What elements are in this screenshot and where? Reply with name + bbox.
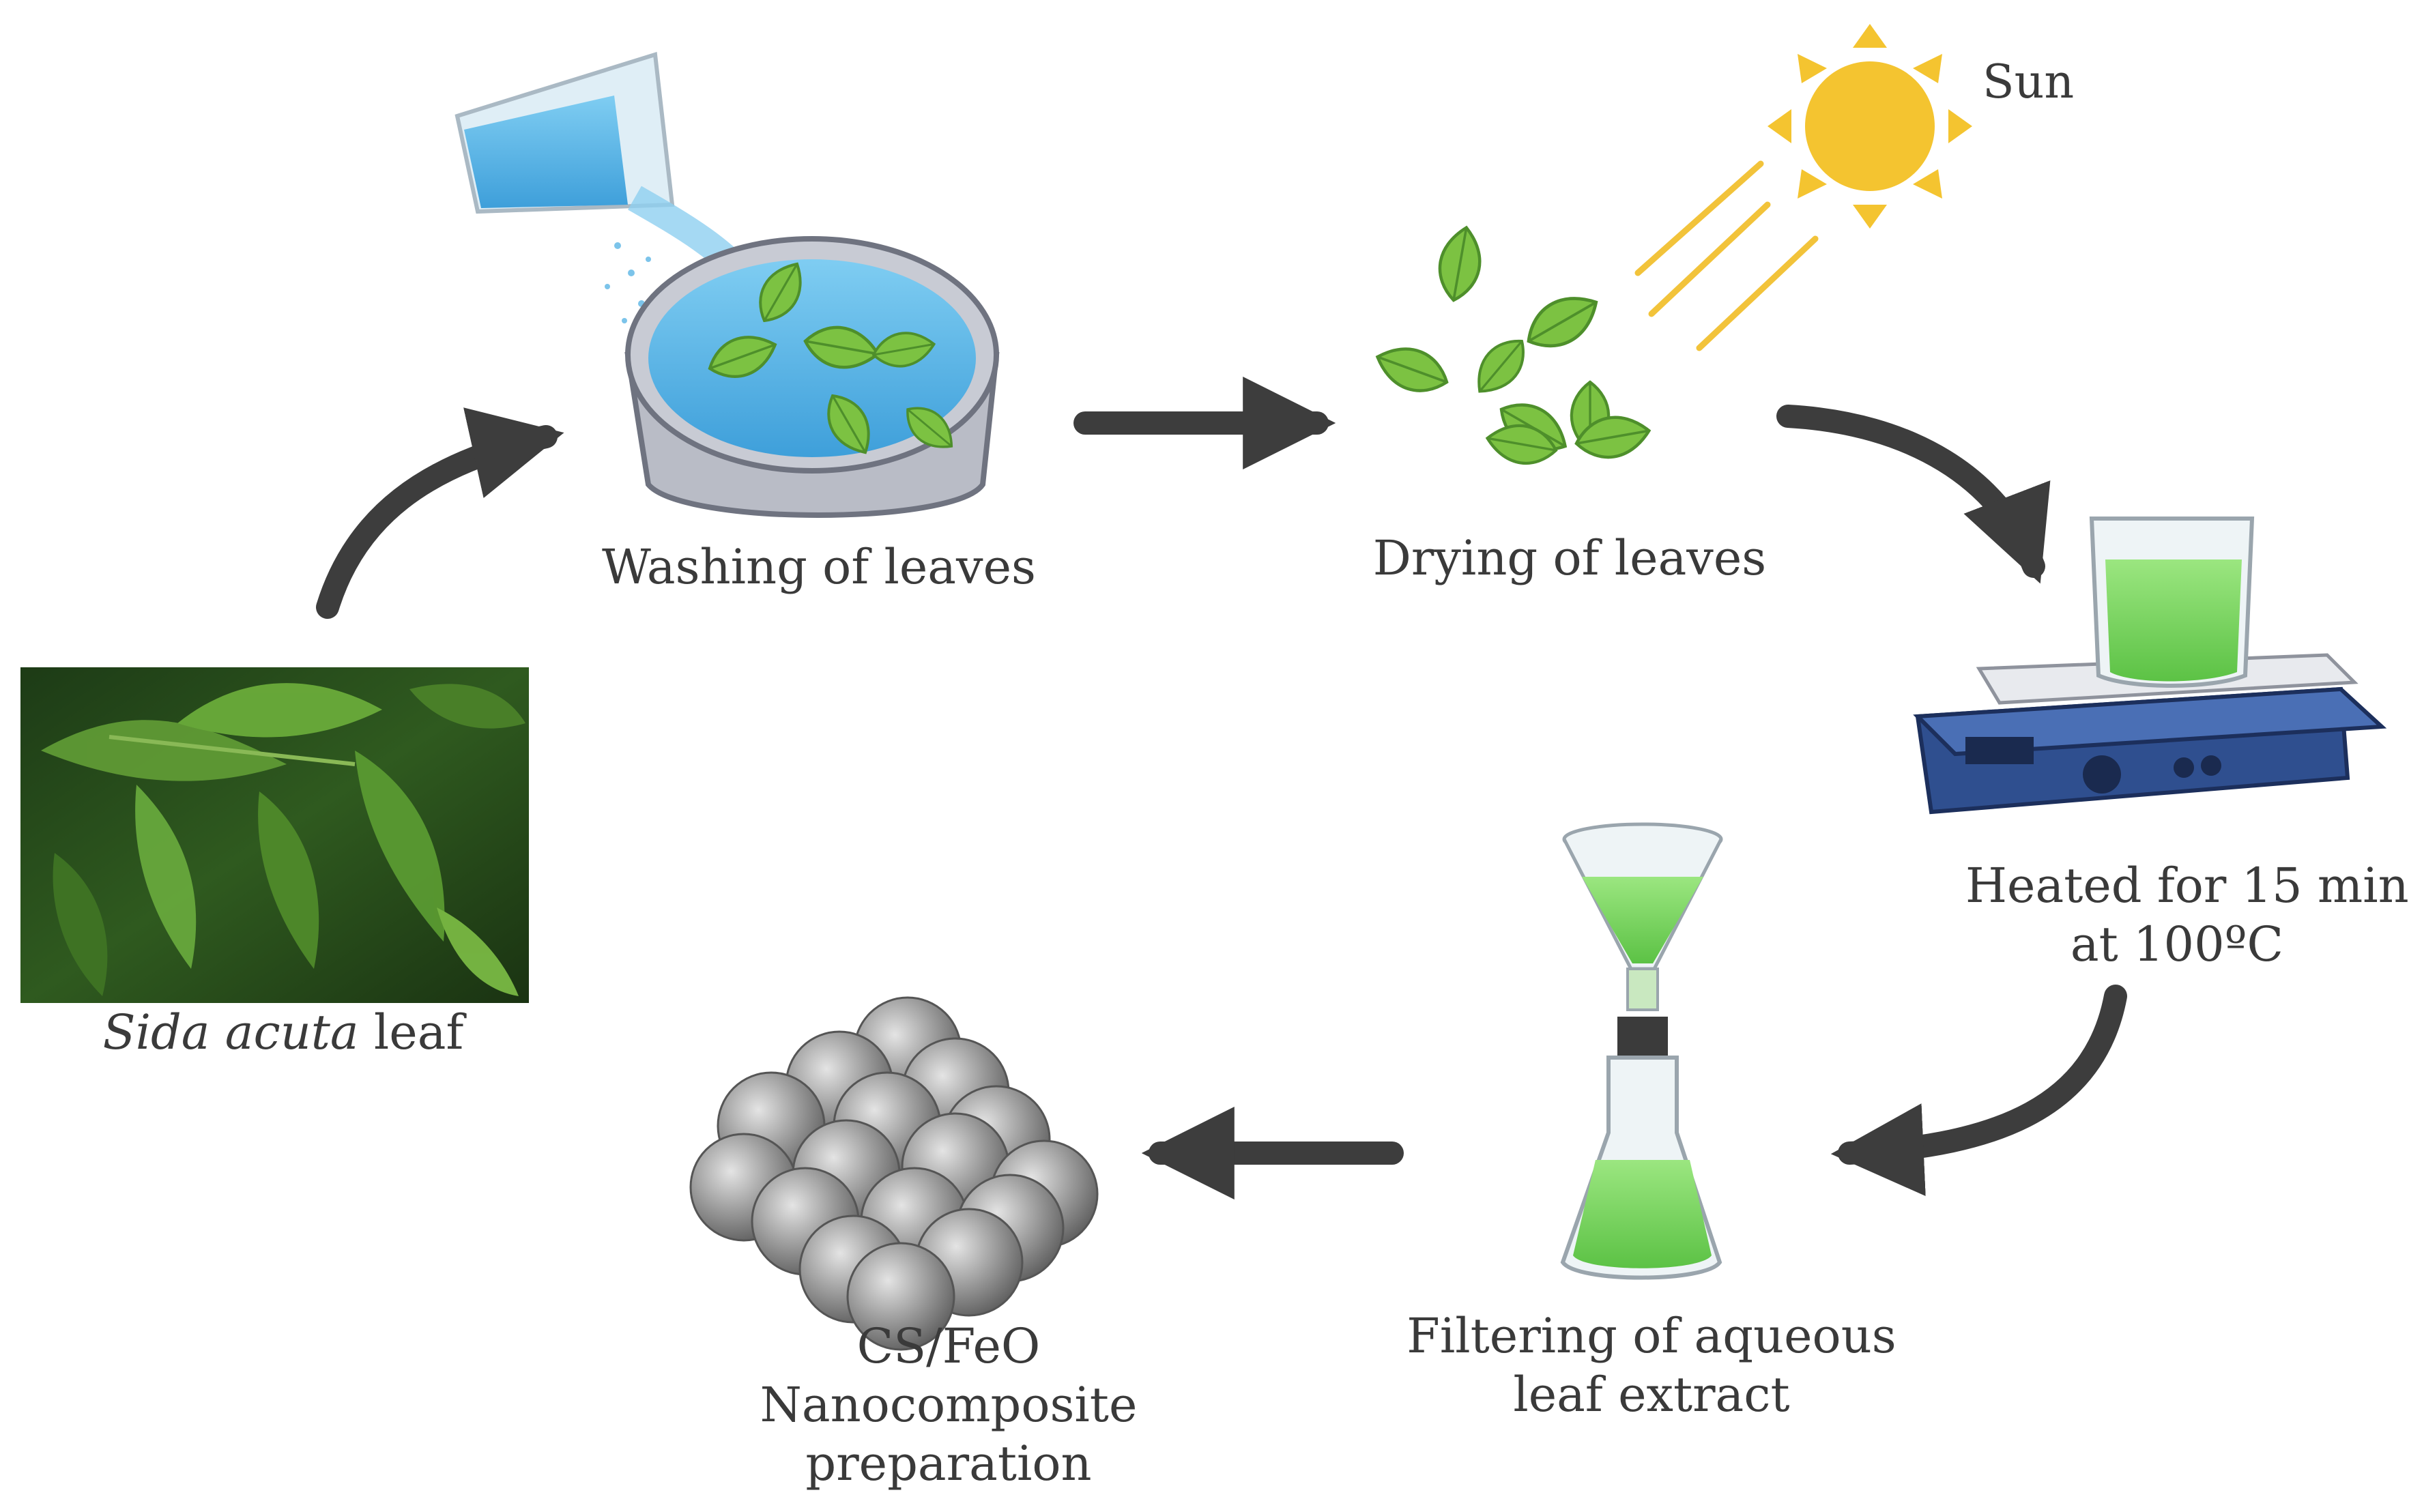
- dried-leaves-icon: [1371, 224, 1653, 469]
- hotplate-beaker-icon: [1913, 517, 2387, 815]
- washing-dish-icon: [624, 236, 1000, 518]
- heated-label-line2: at 100ºC: [2070, 916, 2284, 972]
- sida-acuta-leaf-label: Sida acuta leaf: [20, 1003, 546, 1062]
- filtering-label: Filtering of aqueous leaf extract: [1392, 1307, 1911, 1424]
- sun-label: Sun: [1982, 55, 2075, 109]
- leaf-word: leaf: [358, 1004, 464, 1060]
- nanocomposite-label: CS/FeO Nanocomposite preparation: [717, 1317, 1181, 1493]
- species-name: Sida acuta: [102, 1004, 359, 1060]
- drying-label: Drying of leaves: [1372, 530, 1767, 586]
- sun-icon: [1634, 24, 1972, 351]
- nanocomposite-label-line3: preparation: [805, 1436, 1092, 1492]
- nanoparticle-spheres-icon: [689, 996, 1099, 1351]
- arrow-photo-to-washing: [316, 407, 564, 619]
- water-glass-icon: [455, 52, 769, 323]
- funnel-flask-icon: [1560, 822, 1723, 1280]
- plant-photo: [20, 667, 529, 1003]
- arrow-heated-to-filter: [1830, 985, 2127, 1196]
- arrow-drying-to-heated: [1776, 405, 2051, 584]
- heated-label: Heated for 15 min at 100ºC: [1965, 856, 2409, 974]
- nanocomposite-label-line1: CS/FeO: [856, 1318, 1041, 1374]
- heated-label-line1: Heated for 15 min: [1965, 858, 2409, 914]
- filtering-label-line2: leaf extract: [1513, 1367, 1790, 1423]
- filtering-label-line1: Filtering of aqueous: [1407, 1308, 1896, 1364]
- nanocomposite-label-line2: Nanocomposite: [760, 1377, 1138, 1433]
- washing-label: Washing of leaves: [602, 539, 1036, 595]
